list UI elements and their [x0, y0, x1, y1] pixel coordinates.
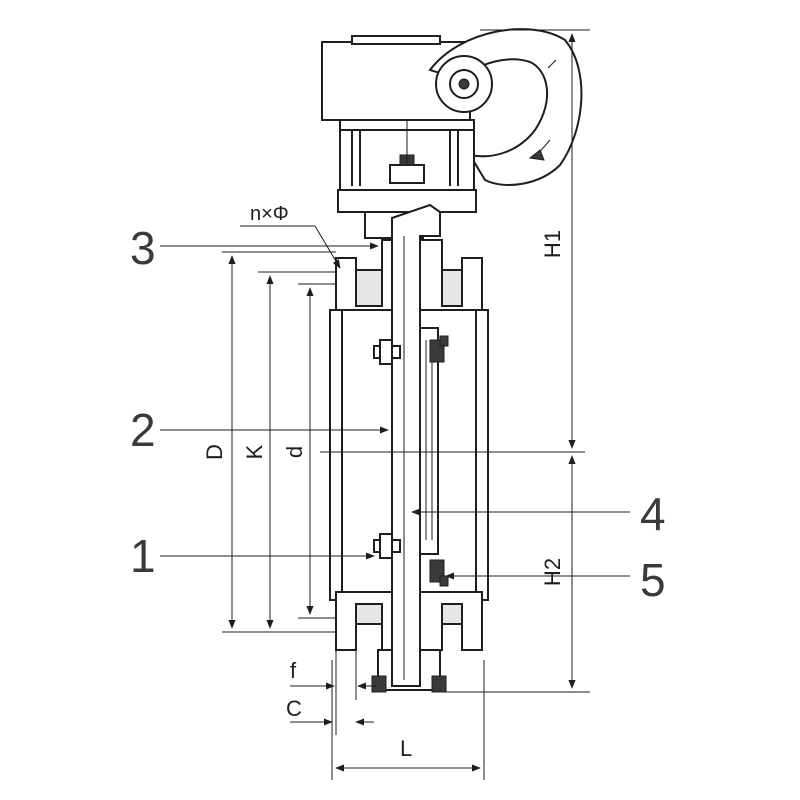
callout-1: 1 — [130, 530, 156, 582]
callout-3: 3 — [130, 222, 156, 274]
dimension-lines — [160, 29, 630, 780]
dim-label-D: D — [202, 444, 227, 460]
dim-label-f: f — [290, 658, 297, 683]
callout-5: 5 — [640, 554, 666, 606]
dim-label-nphi: n×Φ — [250, 203, 289, 225]
stem-and-disc — [373, 203, 449, 687]
dim-label-K: K — [242, 444, 267, 459]
dim-label-H2: H2 — [540, 558, 565, 586]
callout-2: 2 — [130, 404, 156, 456]
callout-4: 4 — [640, 488, 666, 540]
dim-label-H1: H1 — [540, 230, 565, 258]
dim-label-C: C — [286, 696, 302, 721]
dim-label-L: L — [400, 736, 412, 761]
gearbox-actuator — [321, 28, 583, 239]
dim-label-d: d — [282, 446, 307, 458]
